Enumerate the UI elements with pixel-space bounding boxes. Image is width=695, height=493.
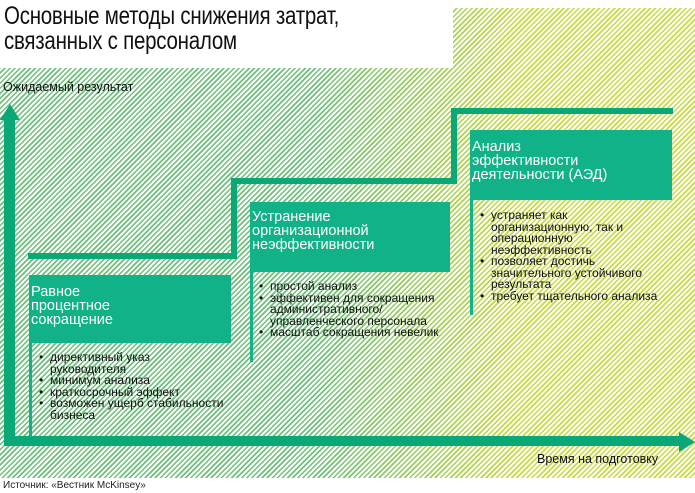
method-2-bullets: простой анализ эффективен для сокращения… — [258, 280, 458, 339]
list-item: требует тщательного анализа — [479, 290, 669, 303]
title-line: неэффективности — [252, 237, 375, 253]
x-axis — [4, 436, 680, 446]
list-item: краткосрочный эффект — [38, 386, 228, 399]
step-3-horizontal — [451, 108, 673, 114]
step-2-horizontal — [231, 178, 457, 184]
method-1-guide — [29, 275, 32, 437]
list-item: эффективен для сокращения административн… — [258, 292, 458, 328]
method-1-title: Равное процентное сокращение — [29, 275, 231, 343]
title-line: эффективности — [472, 153, 579, 169]
y-axis-arrowhead — [0, 104, 20, 120]
method-3-bullets: устраняет как организационную, так и опе… — [479, 209, 669, 303]
title-line: Равное — [31, 284, 81, 300]
step-2-vertical — [451, 108, 457, 184]
method-3-guide — [470, 130, 473, 315]
list-item: масштаб сокращения невелик — [258, 326, 458, 339]
title-line: Анализ — [472, 139, 521, 155]
method-1-bullets: директивный указ руководителя минимум ан… — [38, 351, 228, 421]
title-line: деятельности (АЭД) — [472, 167, 608, 183]
y-axis-label: Ожидаемый результат — [3, 80, 134, 94]
list-item: возможен ущерб стабильности бизнеса — [38, 397, 228, 421]
title-line-1: Основные методы снижения затрат, — [4, 2, 340, 30]
method-3-title: Анализ эффективности деятельности (АЭД) — [470, 130, 672, 200]
title-line: Устранение — [252, 209, 331, 225]
list-item: устраняет как организационную, так и опе… — [479, 209, 669, 256]
list-item: минимум анализа — [38, 374, 228, 387]
title-line: организационной — [252, 223, 369, 239]
x-axis-label: Время на подготовку — [537, 452, 659, 466]
title-line: процентное — [31, 298, 110, 314]
method-2-guide — [250, 202, 253, 362]
title-line: сокращение — [31, 312, 113, 328]
list-item: простой анализ — [258, 280, 458, 293]
title-line-2: связанных с персоналом — [4, 27, 237, 55]
x-axis-arrowhead — [679, 432, 695, 452]
page-title: Основные методы снижения затрат, связанн… — [4, 4, 339, 54]
title-area — [0, 0, 453, 68]
step-1-horizontal — [28, 253, 237, 259]
step-1-vertical — [231, 178, 237, 259]
list-item: директивный указ руководителя — [38, 351, 228, 375]
source-note: Источник: «Вестник McKinsey» — [3, 480, 146, 491]
y-axis — [4, 118, 15, 445]
list-item: позволяет достичь значительного устойчив… — [479, 255, 669, 291]
method-2-title: Устранение организационной неэффективнос… — [250, 202, 450, 272]
